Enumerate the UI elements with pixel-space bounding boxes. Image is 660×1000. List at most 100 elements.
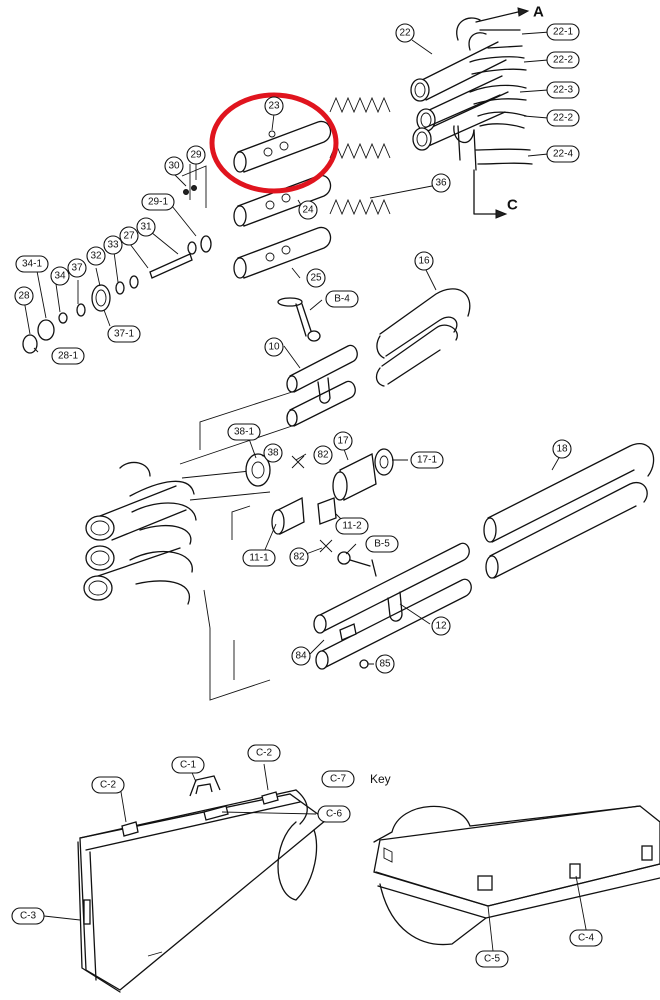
tube-bows-22 <box>453 17 533 171</box>
callout-34: 34 <box>50 266 70 286</box>
callout-c-1: C-1 <box>171 756 205 774</box>
case-rectangular <box>77 775 328 993</box>
tube-16 <box>375 288 471 387</box>
callout-c-3: C-3 <box>11 907 45 925</box>
callout-22-4-label: 22-4 <box>553 149 573 160</box>
callout-29-1-label: 29-1 <box>148 197 168 208</box>
lower-tube-loops <box>83 461 197 605</box>
case-shaped <box>373 805 660 946</box>
callout-25: 25 <box>306 268 326 288</box>
highlight-circle <box>209 92 339 194</box>
callout-34-label: 34 <box>54 271 66 282</box>
callout-b-5: B-5 <box>365 535 399 553</box>
callout-33: 33 <box>103 235 123 255</box>
callout-82-lower-label: 82 <box>293 552 305 563</box>
callout-84: 84 <box>291 646 311 666</box>
callout-31: 31 <box>136 217 156 237</box>
callout-18: 18 <box>552 439 572 459</box>
callout-22-2-upper-label: 22-2 <box>553 55 573 66</box>
tube-10 <box>286 344 358 427</box>
callout-22: 22 <box>395 23 415 43</box>
spring-36 <box>329 96 391 216</box>
callout-12-label: 12 <box>435 621 447 632</box>
callout-c-4-label: C-4 <box>578 933 595 944</box>
callout-37-1-label: 37-1 <box>114 329 134 340</box>
callout-c-5: C-5 <box>475 950 509 968</box>
callout-10: 10 <box>264 337 284 357</box>
callout-22-1: 22-1 <box>546 23 580 41</box>
callout-17-1: 17-1 <box>410 451 444 469</box>
callout-c-7-label: C-7 <box>330 774 347 785</box>
callout-24-label: 24 <box>302 205 314 216</box>
shaft-parts <box>22 164 212 354</box>
arrow-a <box>475 7 530 23</box>
callout-22-2-lower-label: 22-2 <box>553 113 573 124</box>
callout-33-label: 33 <box>107 240 119 251</box>
callout-82-upper: 82 <box>313 445 333 465</box>
callout-c-2-right: C-2 <box>247 744 281 762</box>
callout-32: 32 <box>86 246 106 266</box>
key-label: Key <box>370 772 391 786</box>
callout-27-label: 27 <box>123 231 135 242</box>
callout-29-1: 29-1 <box>141 193 175 211</box>
callout-38-1-label: 38-1 <box>234 427 254 438</box>
callout-22-3-label: 22-3 <box>553 85 573 96</box>
callout-11-1-label: 11-1 <box>249 553 269 564</box>
callout-28-1: 28-1 <box>51 347 85 365</box>
callout-31-label: 31 <box>140 222 152 233</box>
letter-a: A <box>533 4 544 21</box>
callout-22-3: 22-3 <box>546 81 580 99</box>
callout-11-1: 11-1 <box>242 549 276 567</box>
callout-c-2-right-label: C-2 <box>256 748 273 759</box>
callout-17-1-label: 17-1 <box>417 455 437 466</box>
callout-c-6: C-6 <box>317 805 351 823</box>
callout-37: 37 <box>67 258 87 278</box>
callout-30-label: 30 <box>168 161 180 172</box>
callout-22-1-label: 22-1 <box>553 27 573 38</box>
callout-17: 17 <box>333 431 353 451</box>
callout-38-label: 38 <box>267 448 279 459</box>
callout-22-2-upper: 22-2 <box>546 51 580 69</box>
callout-37-1: 37-1 <box>107 325 141 343</box>
callout-22-4: 22-4 <box>546 145 580 163</box>
callout-29: 29 <box>186 145 206 165</box>
callout-82-lower: 82 <box>289 547 309 567</box>
callout-18-label: 18 <box>556 444 568 455</box>
callout-34-1-label: 34-1 <box>22 259 42 270</box>
arrow-c <box>473 169 508 219</box>
callout-85: 85 <box>375 654 395 674</box>
callout-24: 24 <box>298 200 318 220</box>
callout-c-2-left: C-2 <box>91 776 125 794</box>
callout-12: 12 <box>431 616 451 636</box>
callout-23-label: 23 <box>268 101 280 112</box>
callout-29-label: 29 <box>190 150 202 161</box>
callout-36-label: 36 <box>435 178 447 189</box>
callout-b-5-label: B-5 <box>374 539 390 550</box>
callout-c-6-label: C-6 <box>326 809 343 820</box>
callout-34-1: 34-1 <box>15 255 49 273</box>
callout-17-label: 17 <box>337 436 349 447</box>
callout-b-4-label: B-4 <box>334 294 350 305</box>
callout-82-upper-label: 82 <box>317 450 329 461</box>
callout-c-3-label: C-3 <box>20 911 37 922</box>
callout-22-2-lower: 22-2 <box>546 109 580 127</box>
callout-16-label: 16 <box>418 256 430 267</box>
callout-16: 16 <box>414 251 434 271</box>
valve-button-b4 <box>277 297 321 342</box>
callout-84-label: 84 <box>295 651 307 662</box>
callout-23: 23 <box>264 96 284 116</box>
callout-27: 27 <box>119 226 139 246</box>
callout-c-2-left-label: C-2 <box>100 780 117 791</box>
callout-b-4: B-4 <box>325 290 359 308</box>
callout-28-label: 28 <box>18 291 30 302</box>
callout-c-5-label: C-5 <box>484 954 501 965</box>
letter-c: C <box>507 197 518 214</box>
callout-30: 30 <box>164 156 184 176</box>
middle-parts <box>245 448 394 577</box>
tube-12 <box>313 542 472 670</box>
callout-28: 28 <box>14 286 34 306</box>
leader-lines <box>23 31 589 961</box>
callout-37-label: 37 <box>71 263 83 274</box>
callout-c-7: C-7 <box>321 770 355 788</box>
